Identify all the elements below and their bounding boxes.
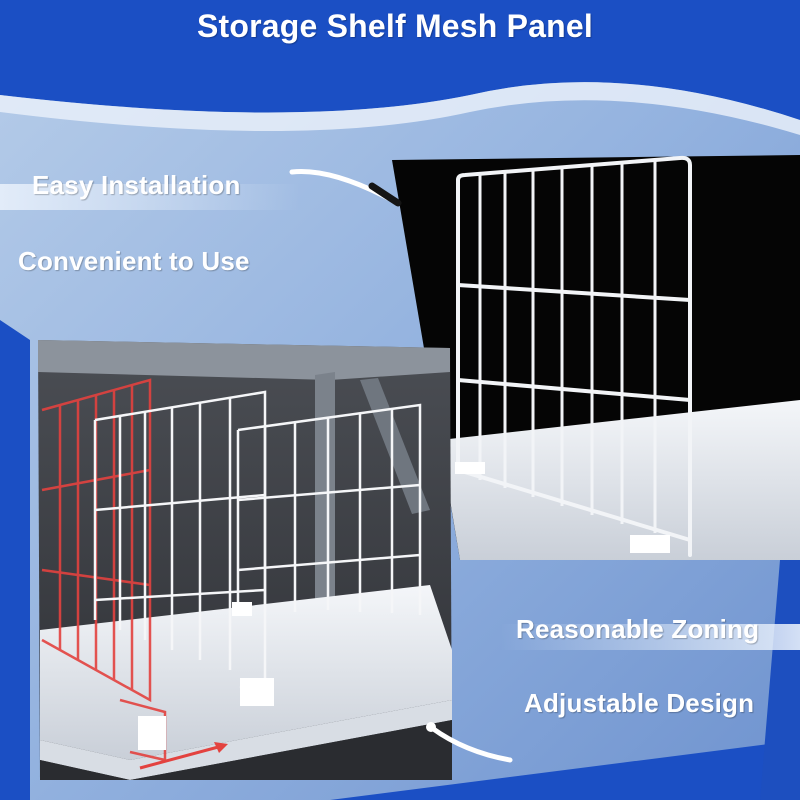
- photo-shelf-dividers: [38, 340, 452, 780]
- caption-band-zoning: [500, 624, 800, 650]
- feature-reasonable-zoning: Reasonable Zoning: [516, 614, 760, 644]
- curved-arrow-icon: [289, 169, 402, 207]
- feature-convenient-to-use: Convenient to Use: [18, 246, 250, 276]
- decor-ribbon: [0, 0, 800, 120]
- feature-adjustable-design: Adjustable Design: [524, 688, 755, 718]
- caption-band-install: [0, 184, 300, 210]
- decor-left-edge: [0, 320, 30, 800]
- decor-ribbon-light: [0, 82, 800, 135]
- decor-bottom-right: [330, 740, 800, 800]
- white-divider: [236, 403, 422, 615]
- photo-single-panel: [392, 155, 800, 560]
- curved-arrow-icon: [426, 722, 513, 763]
- page-title: Storage Shelf Mesh Panel: [196, 8, 594, 44]
- feature-easy-installation: Easy Installation: [32, 170, 241, 200]
- decor-right-edge: [760, 560, 800, 800]
- white-divider: [93, 390, 267, 690]
- direction-arrow-icon: [139, 742, 228, 770]
